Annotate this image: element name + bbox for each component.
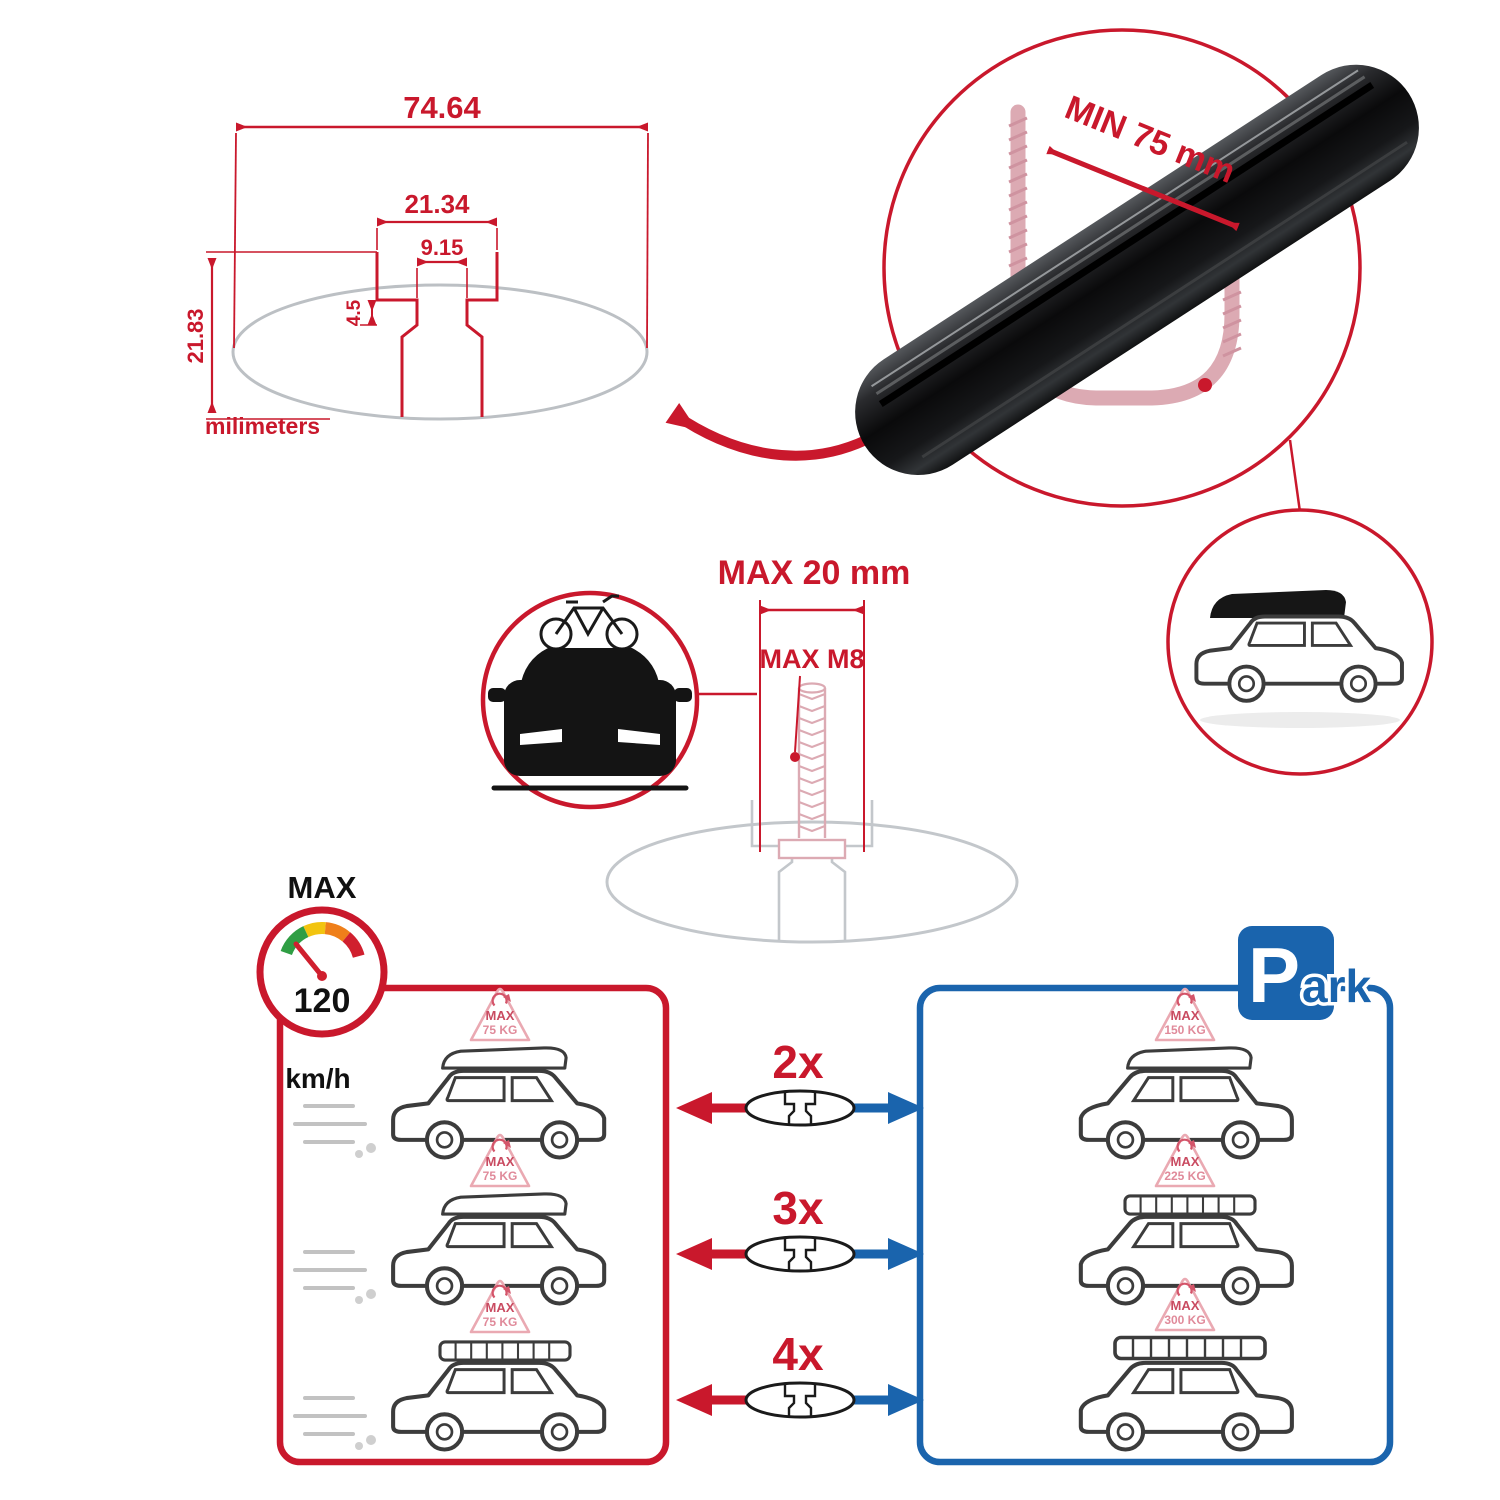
park-sign-p: P — [1248, 931, 1300, 1019]
bolt-clearance-diagram: MAX 20 mm MAX M8 — [605, 554, 1019, 944]
crossbar-section-icon — [744, 1235, 856, 1273]
parked-car-3: MAX 300 KG — [1081, 1277, 1292, 1449]
u-bolt-marker-dot — [1198, 378, 1212, 392]
load-tag-line2: 150 KG — [1164, 1023, 1205, 1037]
load-tag-line2: 75 KG — [483, 1023, 518, 1037]
load-tag-line1: MAX — [1171, 1008, 1200, 1023]
suv-with-roofbox-icon — [1194, 590, 1404, 703]
bar-cross-section-outline — [231, 283, 649, 421]
driving-car-3: MAX 75 KG — [293, 1279, 604, 1450]
dim-step-depth: 4.5 — [344, 299, 365, 326]
t-bolt-icon — [777, 682, 847, 860]
speed-max-label: MAX — [288, 870, 357, 905]
technical-drawing: 74.64 21.34 9.15 4.5 21.83 milimeters — [183, 90, 649, 439]
load-tag-line1: MAX — [486, 1154, 515, 1169]
bar-count-label: 2x — [772, 1036, 824, 1088]
load-tag-line2: 75 KG — [483, 1315, 518, 1329]
dim-height: 21.83 — [183, 308, 208, 363]
t-slot-channel-profile — [375, 252, 499, 417]
speed-value: 120 — [294, 982, 351, 1020]
bolt-leader-line — [794, 675, 801, 753]
parked-car-2: MAX 225 KG — [1081, 1133, 1292, 1303]
speedometer: MAX 120 km/h — [256, 870, 388, 1094]
dim-total-width: 74.64 — [403, 90, 481, 125]
faded-cross-section — [605, 820, 1019, 944]
u-bolt-thread-ticks — [1222, 290, 1242, 358]
arrow-row-1: 2x — [676, 1036, 924, 1127]
min-span-arrow — [1046, 145, 1240, 232]
parked-panel-frame — [916, 984, 1394, 1466]
max-thread-label: MAX M8 — [759, 644, 864, 674]
load-tag-line1: MAX — [486, 1300, 515, 1315]
crossbar-section-icon — [744, 1089, 856, 1127]
rooftop-suv-circle — [1166, 508, 1434, 776]
park-sign-suffix: ark — [1302, 960, 1371, 1012]
quantity-arrows: 2x 3x 4x — [676, 1036, 924, 1419]
dim-slot-width: 9.15 — [421, 235, 464, 260]
unit-label: milimeters — [205, 413, 320, 439]
driving-car-2: MAX 75 KG — [293, 1133, 604, 1304]
load-tag-line2: 300 KG — [1164, 1313, 1205, 1327]
crossbar-section-icon — [744, 1381, 856, 1419]
circle-connector-line — [1288, 439, 1302, 513]
driving-car-1: MAX 75 KG — [293, 987, 604, 1158]
load-tag-line1: MAX — [1171, 1154, 1200, 1169]
load-tag-line1: MAX — [1171, 1298, 1200, 1313]
driving-panel-frame — [276, 984, 670, 1466]
max-width-label: MAX 20 mm — [718, 554, 911, 592]
load-tag-line2: 75 KG — [483, 1169, 518, 1183]
dim-outer-width: 21.34 — [404, 189, 470, 219]
arrow-row-3: 4x — [676, 1328, 924, 1419]
arrow-row-2: 3x — [676, 1182, 924, 1273]
load-tag-line2: 225 KG — [1164, 1169, 1205, 1183]
park-sign: P ark — [1238, 926, 1375, 1020]
parked-car-1: MAX 150 KG — [1081, 987, 1292, 1157]
bike-car-circle — [480, 590, 757, 810]
crossbar-circle: MIN 75 mm — [855, 28, 1419, 508]
bar-count-label: 4x — [772, 1328, 824, 1380]
bar-count-label: 3x — [772, 1182, 824, 1234]
speed-unit: km/h — [285, 1063, 350, 1094]
vehicle-front-icon — [488, 648, 692, 791]
load-tag-line1: MAX — [486, 1008, 515, 1023]
crossbar-render — [855, 64, 1419, 476]
bolt-leader-dot — [790, 752, 800, 762]
section-pointer-arrow — [665, 402, 869, 461]
